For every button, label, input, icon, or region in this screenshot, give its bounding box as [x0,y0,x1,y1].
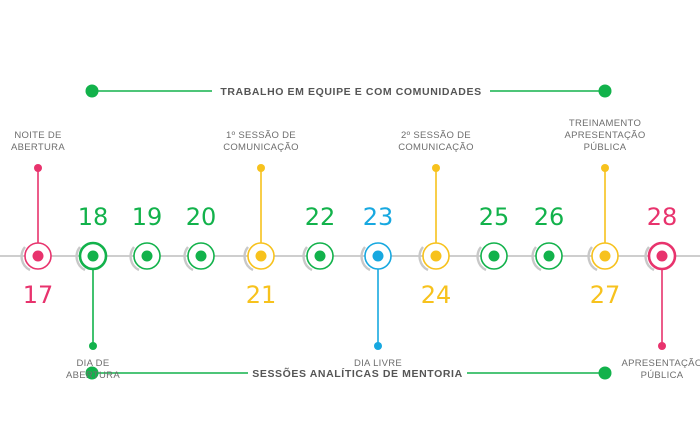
banner-bottom-title: SESSÕES ANALÍTICAS DE MENTORIA [252,367,463,380]
connectors-layer [34,164,666,350]
banner-bottom-dot-left [85,366,99,380]
day-17-label-line: NOITE DE [14,130,61,141]
day-23-label-line: DIA LIVRE [354,358,402,369]
banner-top-title: TRABALHO EM EQUIPE E COM COMUNIDADES [220,86,481,98]
day-25-number: 25 [479,203,510,231]
banner-top-dot-right [598,84,612,98]
day-25-shadow-arc [476,246,487,272]
banners-layer: TRABALHO EM EQUIPE E COM COMUNIDADES SESS… [85,84,612,380]
day-24-center-dot [430,250,442,262]
day-28-center-dot [656,250,668,262]
day-27-label-line: TREINAMENTO [569,118,641,129]
day-19-number: 19 [132,203,163,231]
nodes-layer [20,241,677,272]
day-27-label-line: APRESENTAÇÃO [564,130,645,141]
day-21-number: 21 [246,281,277,309]
day-18-center-dot [87,250,99,262]
day-27-number: 27 [590,281,621,309]
banner-bottom-dot-right [598,366,612,380]
day-20-number: 20 [186,203,217,231]
day-28-label-line: APRESENTAÇÃO [621,358,700,369]
day-20-center-dot [195,250,207,262]
day-27-connector-dot [601,164,609,172]
day-18-number: 18 [78,203,109,231]
day-21-center-dot [255,250,267,262]
day-18-label-line: ABERTURA [66,370,120,381]
day-24-connector-dot [432,164,440,172]
day-17-label-line: ABERTURA [11,142,65,153]
day-18-connector-dot [89,342,97,350]
day-28-connector-dot [658,342,666,350]
day-18-label-line: DIA DE [77,358,110,369]
day-17-shadow-arc [20,246,31,272]
day-22-number: 22 [305,203,336,231]
day-27-center-dot [599,250,611,262]
day-22-center-dot [314,250,326,262]
day-19-center-dot [141,250,153,262]
day-21-label-line: COMUNICAÇÃO [223,142,299,153]
day-23-connector-dot [374,342,382,350]
day-28-number: 28 [647,203,678,231]
day-20-shadow-arc [183,246,194,272]
day-28-label-line: PÚBLICA [641,370,684,381]
day-26-shadow-arc [531,246,542,272]
day-24-number: 24 [421,281,452,309]
day-28-shadow-arc [644,246,655,272]
day-23-number: 23 [363,203,394,231]
day-17-connector-dot [34,164,42,172]
day-24-label-line: 2º SESSÃO DE [401,130,471,141]
day-26-center-dot [543,250,555,262]
day-22-shadow-arc [302,246,313,272]
banner-top-dot-left [85,84,99,98]
day-19-shadow-arc [129,246,140,272]
day-24-label-line: COMUNICAÇÃO [398,142,474,153]
day-23-center-dot [372,250,384,262]
day-21-connector-dot [257,164,265,172]
day-18-shadow-arc [75,246,86,272]
day-27-label-line: PÚBLICA [584,142,627,153]
day-17-center-dot [32,250,44,262]
day-17-number: 17 [23,281,54,309]
day-25-center-dot [488,250,500,262]
day-26-number: 26 [534,203,565,231]
day-21-label-line: 1º SESSÃO DE [226,130,296,141]
day-27-shadow-arc [587,246,598,272]
day-21-shadow-arc [243,246,254,272]
day-24-shadow-arc [418,246,429,272]
day-23-shadow-arc [360,246,371,272]
